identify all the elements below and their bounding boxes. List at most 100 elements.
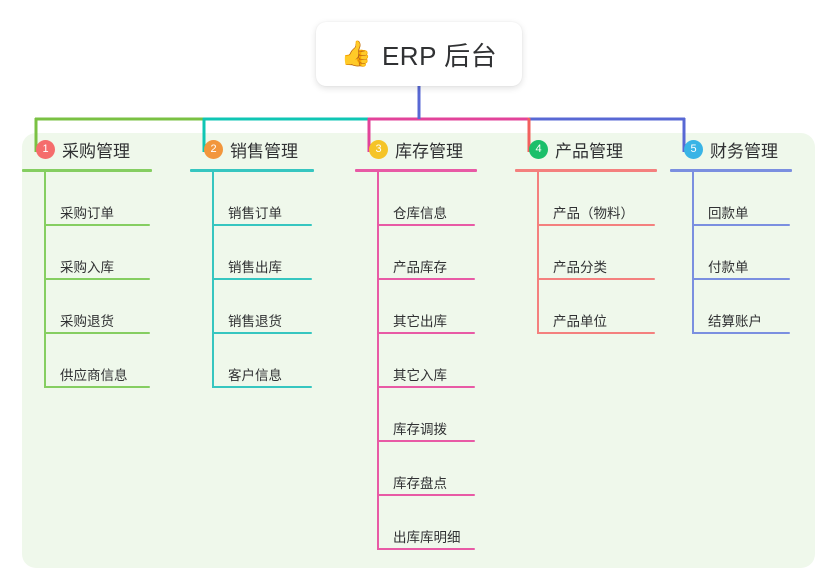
- list-item[interactable]: 产品（物料）: [537, 172, 670, 226]
- root-node[interactable]: 👍 ERP 后台: [316, 22, 522, 86]
- list-item-label: 其它入库: [393, 368, 447, 383]
- list-item-divider: [377, 332, 475, 334]
- list-item[interactable]: 销售出库: [212, 226, 355, 280]
- branch-stem: [44, 172, 46, 388]
- column-title: 采购管理: [62, 141, 130, 161]
- list-item-label: 采购退货: [60, 314, 114, 329]
- list-item[interactable]: 回款单: [692, 172, 815, 226]
- list-item-divider: [44, 386, 150, 388]
- list-item[interactable]: 其它入库: [377, 334, 515, 388]
- list-item-divider: [377, 278, 475, 280]
- column-divider: [190, 169, 314, 172]
- list-item-label: 产品（物料）: [553, 206, 634, 221]
- list-item[interactable]: 产品库存: [377, 226, 515, 280]
- list-item[interactable]: 库存盘点: [377, 442, 515, 496]
- column-title: 财务管理: [710, 141, 778, 161]
- list-item-divider: [377, 548, 475, 550]
- list-item[interactable]: 销售订单: [212, 172, 355, 226]
- branch-stem: [377, 172, 379, 550]
- branch-stem: [692, 172, 694, 334]
- branch-stem: [212, 172, 214, 388]
- list-item-divider: [212, 332, 312, 334]
- status-badge: 4: [529, 139, 548, 159]
- status-badge: 3: [369, 139, 388, 159]
- list-item[interactable]: 付款单: [692, 226, 815, 280]
- item-list: 仓库信息产品库存其它出库其它入库库存调拨库存盘点出库库明细: [377, 172, 515, 550]
- column-2: 2 销售管理销售订单销售出库销售退货客户信息: [190, 133, 355, 388]
- list-item-divider: [377, 386, 475, 388]
- list-item[interactable]: 仓库信息: [377, 172, 515, 226]
- column-1: 1 采购管理采购订单采购入库采购退货供应商信息: [22, 133, 190, 388]
- list-item-divider: [44, 332, 150, 334]
- column-header-1[interactable]: 1 采购管理: [22, 133, 190, 165]
- list-item[interactable]: 结算账户: [692, 280, 815, 334]
- list-item[interactable]: 客户信息: [212, 334, 355, 388]
- list-item-label: 客户信息: [228, 368, 282, 383]
- list-item[interactable]: 产品分类: [537, 226, 670, 280]
- list-item[interactable]: 其它出库: [377, 280, 515, 334]
- list-item-divider: [377, 440, 475, 442]
- list-item-label: 仓库信息: [393, 206, 447, 221]
- list-item-divider: [212, 278, 312, 280]
- list-item-divider: [692, 332, 790, 334]
- list-item[interactable]: 采购入库: [44, 226, 190, 280]
- list-item-label: 产品分类: [553, 260, 607, 275]
- branch-stem: [537, 172, 539, 334]
- page-title: ERP 后台: [381, 40, 498, 71]
- column-divider: [515, 169, 657, 172]
- list-item-label: 其它出库: [393, 314, 447, 329]
- column-divider: [355, 169, 477, 172]
- list-item-divider: [537, 332, 655, 334]
- list-item-label: 采购入库: [60, 260, 114, 275]
- list-item-divider: [537, 278, 655, 280]
- list-item[interactable]: 库存调拨: [377, 388, 515, 442]
- list-item[interactable]: 出库库明细: [377, 496, 515, 550]
- column-header-2[interactable]: 2 销售管理: [190, 133, 355, 165]
- item-list: 产品（物料） 产品分类产品单位: [537, 172, 670, 334]
- list-item[interactable]: 产品单位: [537, 280, 670, 334]
- list-item-label: 供应商信息: [60, 368, 128, 383]
- list-item[interactable]: 采购订单: [44, 172, 190, 226]
- item-list: 采购订单采购入库采购退货供应商信息: [44, 172, 190, 388]
- list-item[interactable]: 供应商信息: [44, 334, 190, 388]
- list-item-divider: [377, 224, 475, 226]
- list-item-label: 库存盘点: [393, 476, 447, 491]
- list-item-divider: [44, 278, 150, 280]
- list-item-divider: [44, 224, 150, 226]
- status-badge: 1: [36, 139, 55, 159]
- list-item-label: 库存调拨: [393, 422, 447, 437]
- list-item-divider: [692, 224, 790, 226]
- list-item[interactable]: 销售退货: [212, 280, 355, 334]
- column-header-3[interactable]: 3 库存管理: [355, 133, 515, 165]
- list-item-label: 销售订单: [228, 206, 282, 221]
- list-item-label: 结算账户: [708, 314, 762, 329]
- list-item-divider: [537, 224, 655, 226]
- list-item-divider: [377, 494, 475, 496]
- list-item-divider: [212, 224, 312, 226]
- column-container: 1 采购管理采购订单采购入库采购退货供应商信息 2 销售管理销售订单销售出库销售退货客…: [22, 133, 815, 568]
- column-title: 销售管理: [230, 141, 298, 161]
- list-item-divider: [692, 278, 790, 280]
- column-title: 产品管理: [555, 141, 623, 161]
- list-item-label: 付款单: [708, 260, 749, 275]
- thumbs-up-icon: 👍: [340, 39, 372, 68]
- column-header-4[interactable]: 4 产品管理: [515, 133, 670, 165]
- list-item-label: 产品单位: [553, 314, 607, 329]
- column-divider: [670, 169, 792, 172]
- list-item[interactable]: 采购退货: [44, 280, 190, 334]
- column-3: 3 库存管理仓库信息产品库存其它出库其它入库库存调拨库存盘点出库库明细: [355, 133, 515, 550]
- list-item-label: 采购订单: [60, 206, 114, 221]
- list-item-divider: [212, 386, 312, 388]
- list-item-label: 出库库明细: [393, 530, 461, 545]
- list-item-label: 销售退货: [228, 314, 282, 329]
- column-title: 库存管理: [395, 141, 463, 161]
- item-list: 销售订单销售出库销售退货客户信息: [212, 172, 355, 388]
- list-item-label: 销售出库: [228, 260, 282, 275]
- list-item-label: 回款单: [708, 206, 749, 221]
- item-list: 回款单付款单结算账户: [692, 172, 815, 334]
- list-item-label: 产品库存: [393, 260, 447, 275]
- status-badge: 2: [204, 139, 223, 159]
